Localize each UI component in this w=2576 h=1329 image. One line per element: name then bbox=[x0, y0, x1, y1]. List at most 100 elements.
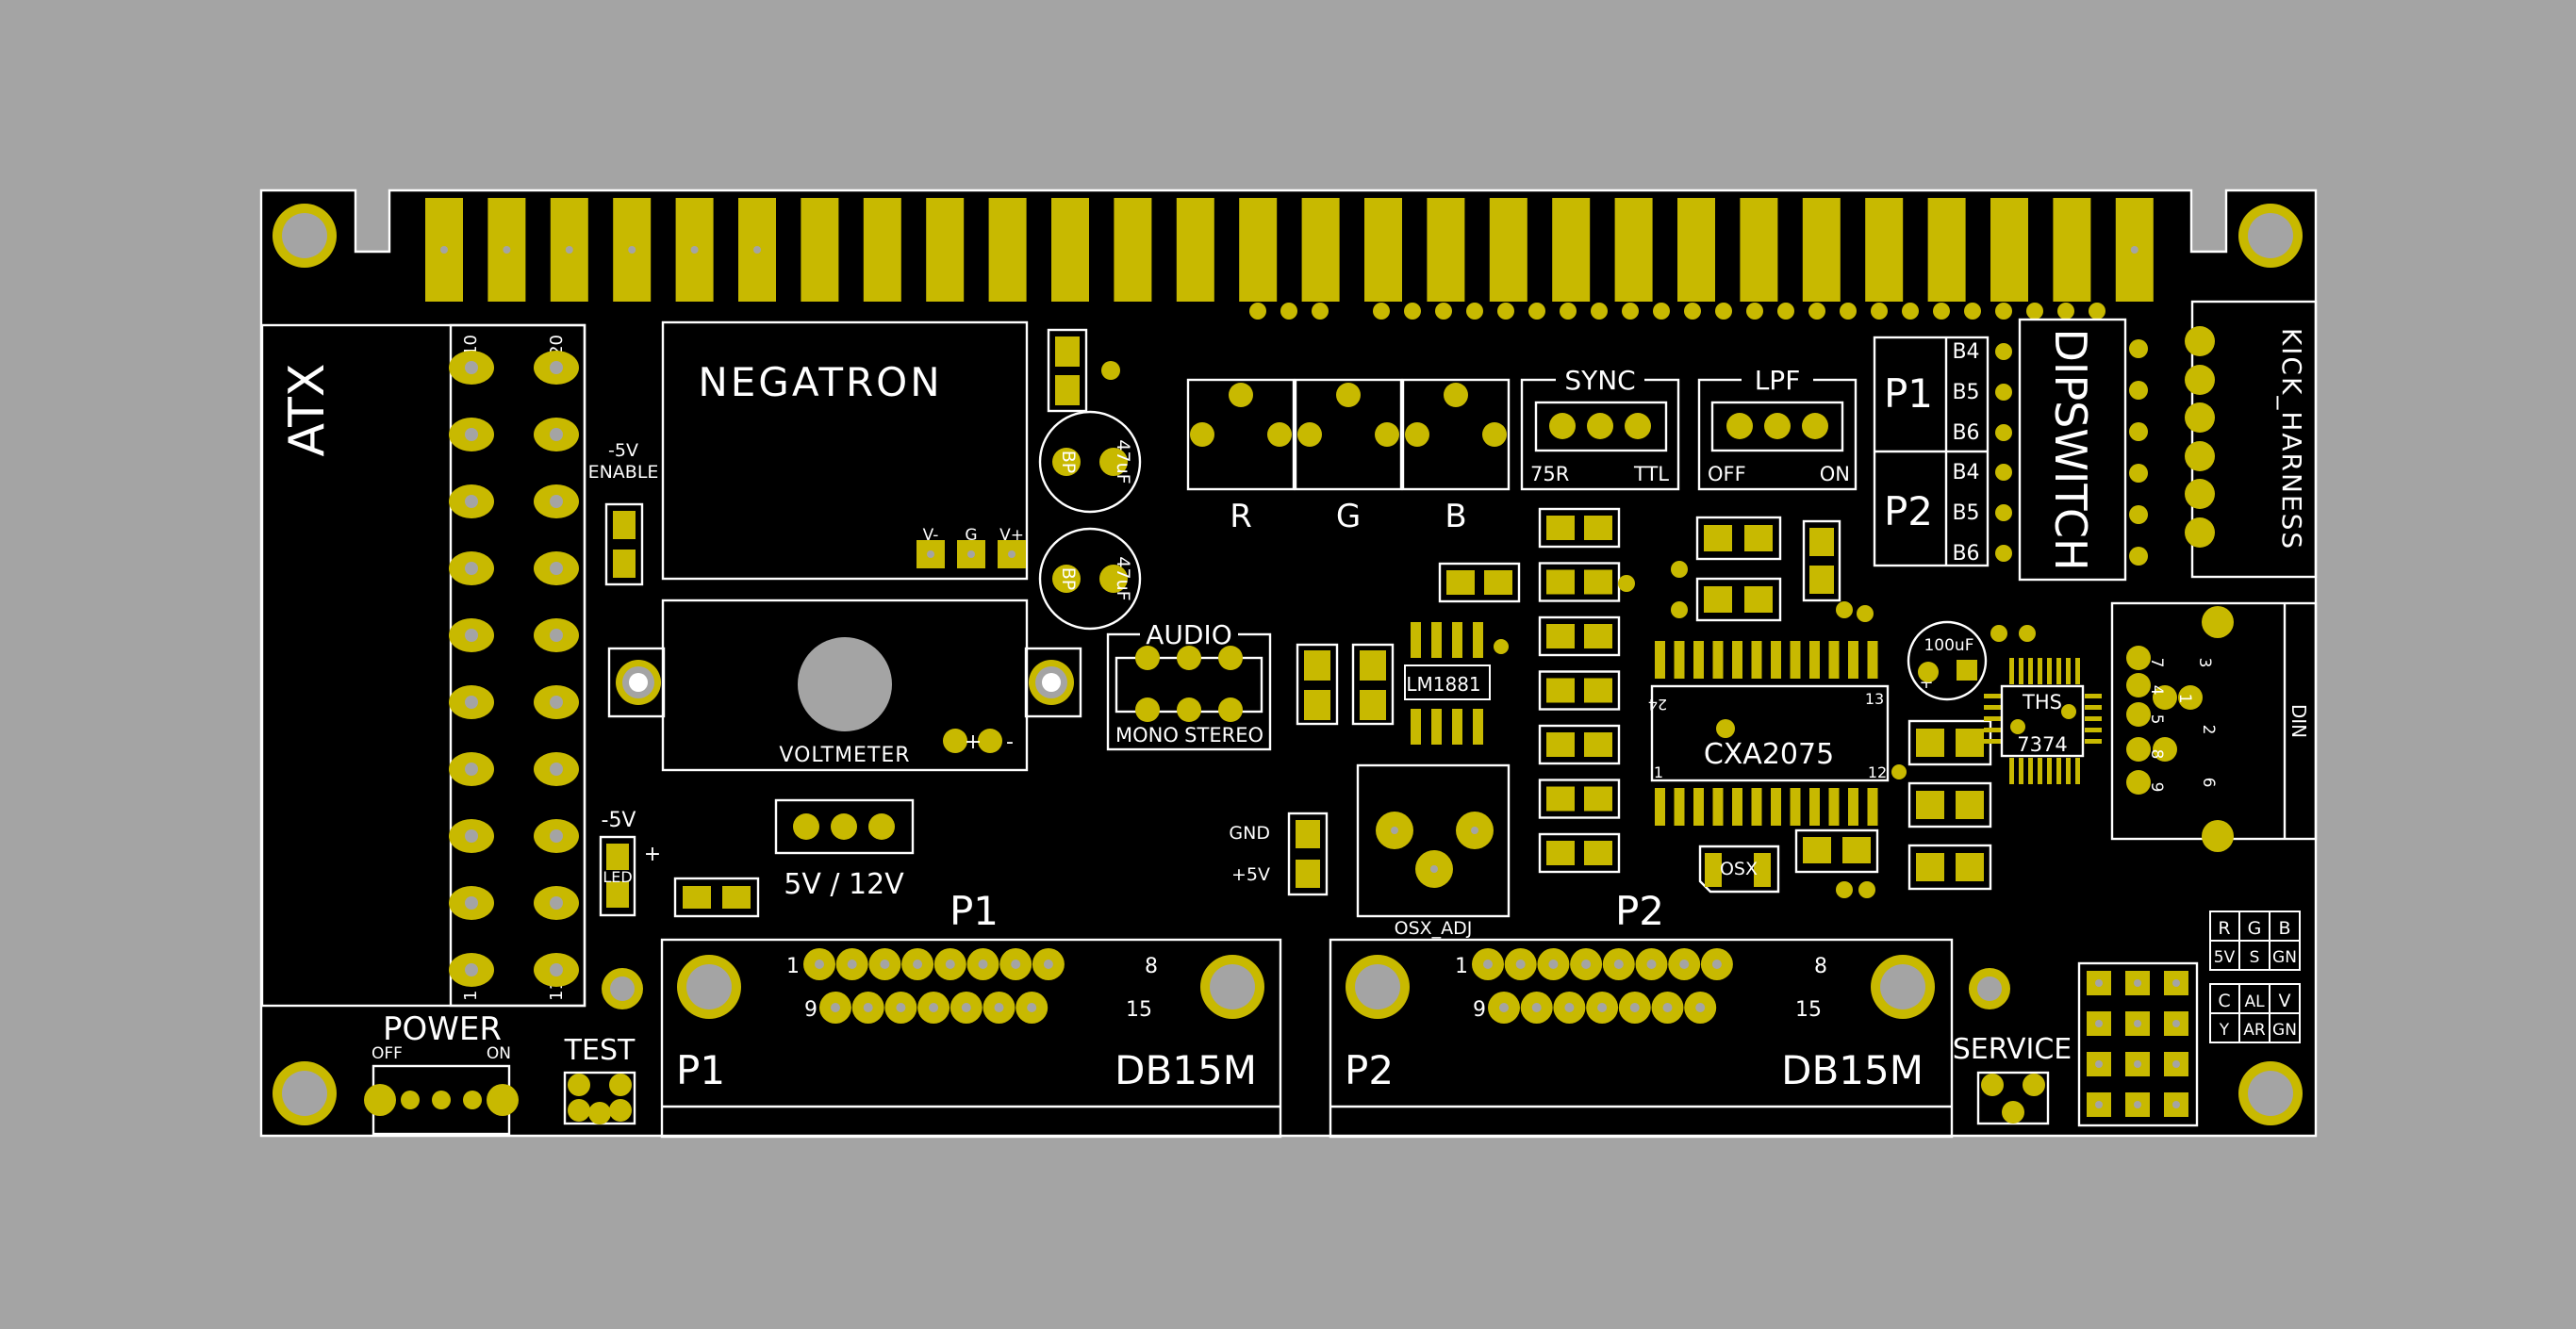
ths-pin bbox=[2019, 658, 2023, 684]
edge-via bbox=[1560, 303, 1577, 320]
capacitors-47uf: 47uF BP 47uF BP bbox=[1038, 410, 1142, 631]
edge-via bbox=[1312, 303, 1329, 320]
negatron-module: NEGATRON V- G V+ bbox=[661, 320, 1029, 581]
block-p2-label: P2 bbox=[1884, 488, 1933, 534]
edge-via bbox=[1808, 303, 1825, 320]
legend-5v: 5V bbox=[2214, 948, 2236, 967]
edge-finger bbox=[1239, 198, 1278, 302]
header-drill bbox=[2134, 1020, 2141, 1027]
osx-adj-trimmer: OSX_ADJ bbox=[1356, 763, 1511, 939]
finger-hole bbox=[565, 246, 573, 254]
cxa-pin bbox=[1809, 788, 1820, 826]
smd-caps-right bbox=[1907, 719, 1992, 891]
block-p1-b4: B4 bbox=[1952, 340, 1979, 364]
edge-via bbox=[1528, 303, 1545, 320]
cap1-value: 47uF bbox=[1113, 439, 1133, 484]
atx-drill bbox=[550, 696, 563, 709]
edge-via bbox=[1622, 303, 1639, 320]
lpf-on-label: ON bbox=[1820, 463, 1850, 485]
audio-mono-label: MONO bbox=[1115, 724, 1179, 747]
header-drill bbox=[2134, 1060, 2141, 1068]
test-button: TEST bbox=[564, 1034, 636, 1125]
atx-drill bbox=[465, 361, 478, 374]
edge-via bbox=[1435, 303, 1452, 320]
cxa-pin bbox=[1867, 788, 1878, 826]
ths-pin bbox=[2075, 758, 2080, 784]
voltmeter-minus: - bbox=[1006, 730, 1014, 754]
dipswitch-label: DIPSWITCH bbox=[2045, 328, 2096, 570]
cxa-pin bbox=[1732, 788, 1742, 826]
p2-title: P2 bbox=[1615, 888, 1664, 934]
osx-crystal: OSX bbox=[1698, 829, 1879, 898]
via bbox=[1618, 575, 1635, 592]
resistor-outline bbox=[1538, 615, 1621, 657]
header-drill bbox=[2095, 1020, 2103, 1027]
neg5v-led-label2: LED bbox=[603, 868, 632, 886]
db15-connector-p1: 1 8 9 15 P1 DB15M bbox=[660, 938, 1282, 1139]
db15-drill bbox=[961, 1003, 971, 1012]
db1-pin-15: 15 bbox=[1126, 998, 1152, 1022]
db15-drill bbox=[1581, 960, 1592, 969]
resistor-column bbox=[1538, 507, 1635, 874]
db15-drill bbox=[815, 960, 824, 969]
atx-drill bbox=[550, 763, 563, 776]
edge-via bbox=[2057, 303, 2074, 320]
edge-finger bbox=[1489, 198, 1527, 302]
cxa-pin bbox=[1693, 788, 1704, 826]
legend-g: G bbox=[2248, 918, 2262, 939]
db15-drill bbox=[1679, 960, 1690, 969]
db2-type-label: DB15M bbox=[1781, 1047, 1924, 1093]
atx-drill bbox=[550, 963, 563, 976]
lpf-jumper: LPF OFF ON bbox=[1697, 365, 1858, 491]
legend-al: AL bbox=[2244, 993, 2265, 1011]
power-label: POWER bbox=[383, 1010, 502, 1048]
edge-via bbox=[1746, 303, 1763, 320]
resistor-pad bbox=[1546, 516, 1575, 540]
block-p2-b6: B6 bbox=[1952, 542, 1979, 566]
ths-pin bbox=[2047, 658, 2052, 684]
trimmer-r-label: R bbox=[1230, 498, 1252, 535]
atx-pin-10: 10 bbox=[461, 335, 481, 356]
db2-pin-1: 1 bbox=[1455, 955, 1468, 978]
din-pin-5: 5 bbox=[2147, 714, 2166, 725]
header-drill bbox=[2095, 979, 2103, 987]
edge-via-row bbox=[1249, 303, 2105, 320]
header-drill bbox=[2172, 979, 2180, 987]
db15-drill bbox=[1711, 960, 1722, 969]
db15-drill bbox=[1043, 960, 1053, 969]
edge-via bbox=[1591, 303, 1608, 320]
ths-pin bbox=[1984, 705, 2001, 710]
block-p1-b6: B6 bbox=[1952, 421, 1979, 445]
db1-type-label: DB15M bbox=[1115, 1047, 1257, 1093]
db15-drill bbox=[1597, 1003, 1608, 1012]
pinout-legend-bottom: C AL V Y AR GN bbox=[2209, 983, 2301, 1043]
mounting-holes bbox=[272, 204, 2303, 1125]
ths-pin bbox=[1984, 694, 2001, 698]
din-pin-7: 7 bbox=[2147, 658, 2166, 668]
player-button-block: P1 P2 B4 B5 B6 B4 B5 B6 bbox=[1873, 336, 2012, 567]
trimmer-b-label: B bbox=[1445, 498, 1466, 535]
cap2-bp: BP bbox=[1058, 567, 1079, 591]
db2-pin-9: 9 bbox=[1473, 998, 1486, 1022]
edge-via bbox=[1933, 303, 1950, 320]
cxa-pin bbox=[1751, 641, 1762, 679]
cxa2075-label: CXA2075 bbox=[1704, 738, 1834, 771]
db1-pin-1: 1 bbox=[786, 955, 800, 978]
cxa-pin bbox=[1848, 641, 1858, 679]
resistor-outline bbox=[1538, 670, 1621, 711]
header-drill bbox=[2095, 1101, 2103, 1108]
atx-drill bbox=[550, 629, 563, 642]
edge-via bbox=[1404, 303, 1421, 320]
dipswitch: DIPSWITCH bbox=[2018, 318, 2148, 582]
db1-p-label: P1 bbox=[676, 1047, 725, 1093]
edge-via bbox=[1684, 303, 1701, 320]
lm1881-label: LM1881 bbox=[1406, 673, 1480, 696]
cxa-pin-13: 13 bbox=[1865, 690, 1884, 708]
cxa-pin bbox=[1712, 788, 1724, 826]
header-drill bbox=[2172, 1020, 2180, 1027]
cxa-pin bbox=[1732, 641, 1742, 679]
cxa-pin-24: 24 bbox=[1648, 696, 1667, 714]
edge-via bbox=[1902, 303, 1919, 320]
audio-jumper: AUDIO MONO STEREO bbox=[1106, 619, 1272, 751]
resistor-pad bbox=[1546, 624, 1575, 648]
